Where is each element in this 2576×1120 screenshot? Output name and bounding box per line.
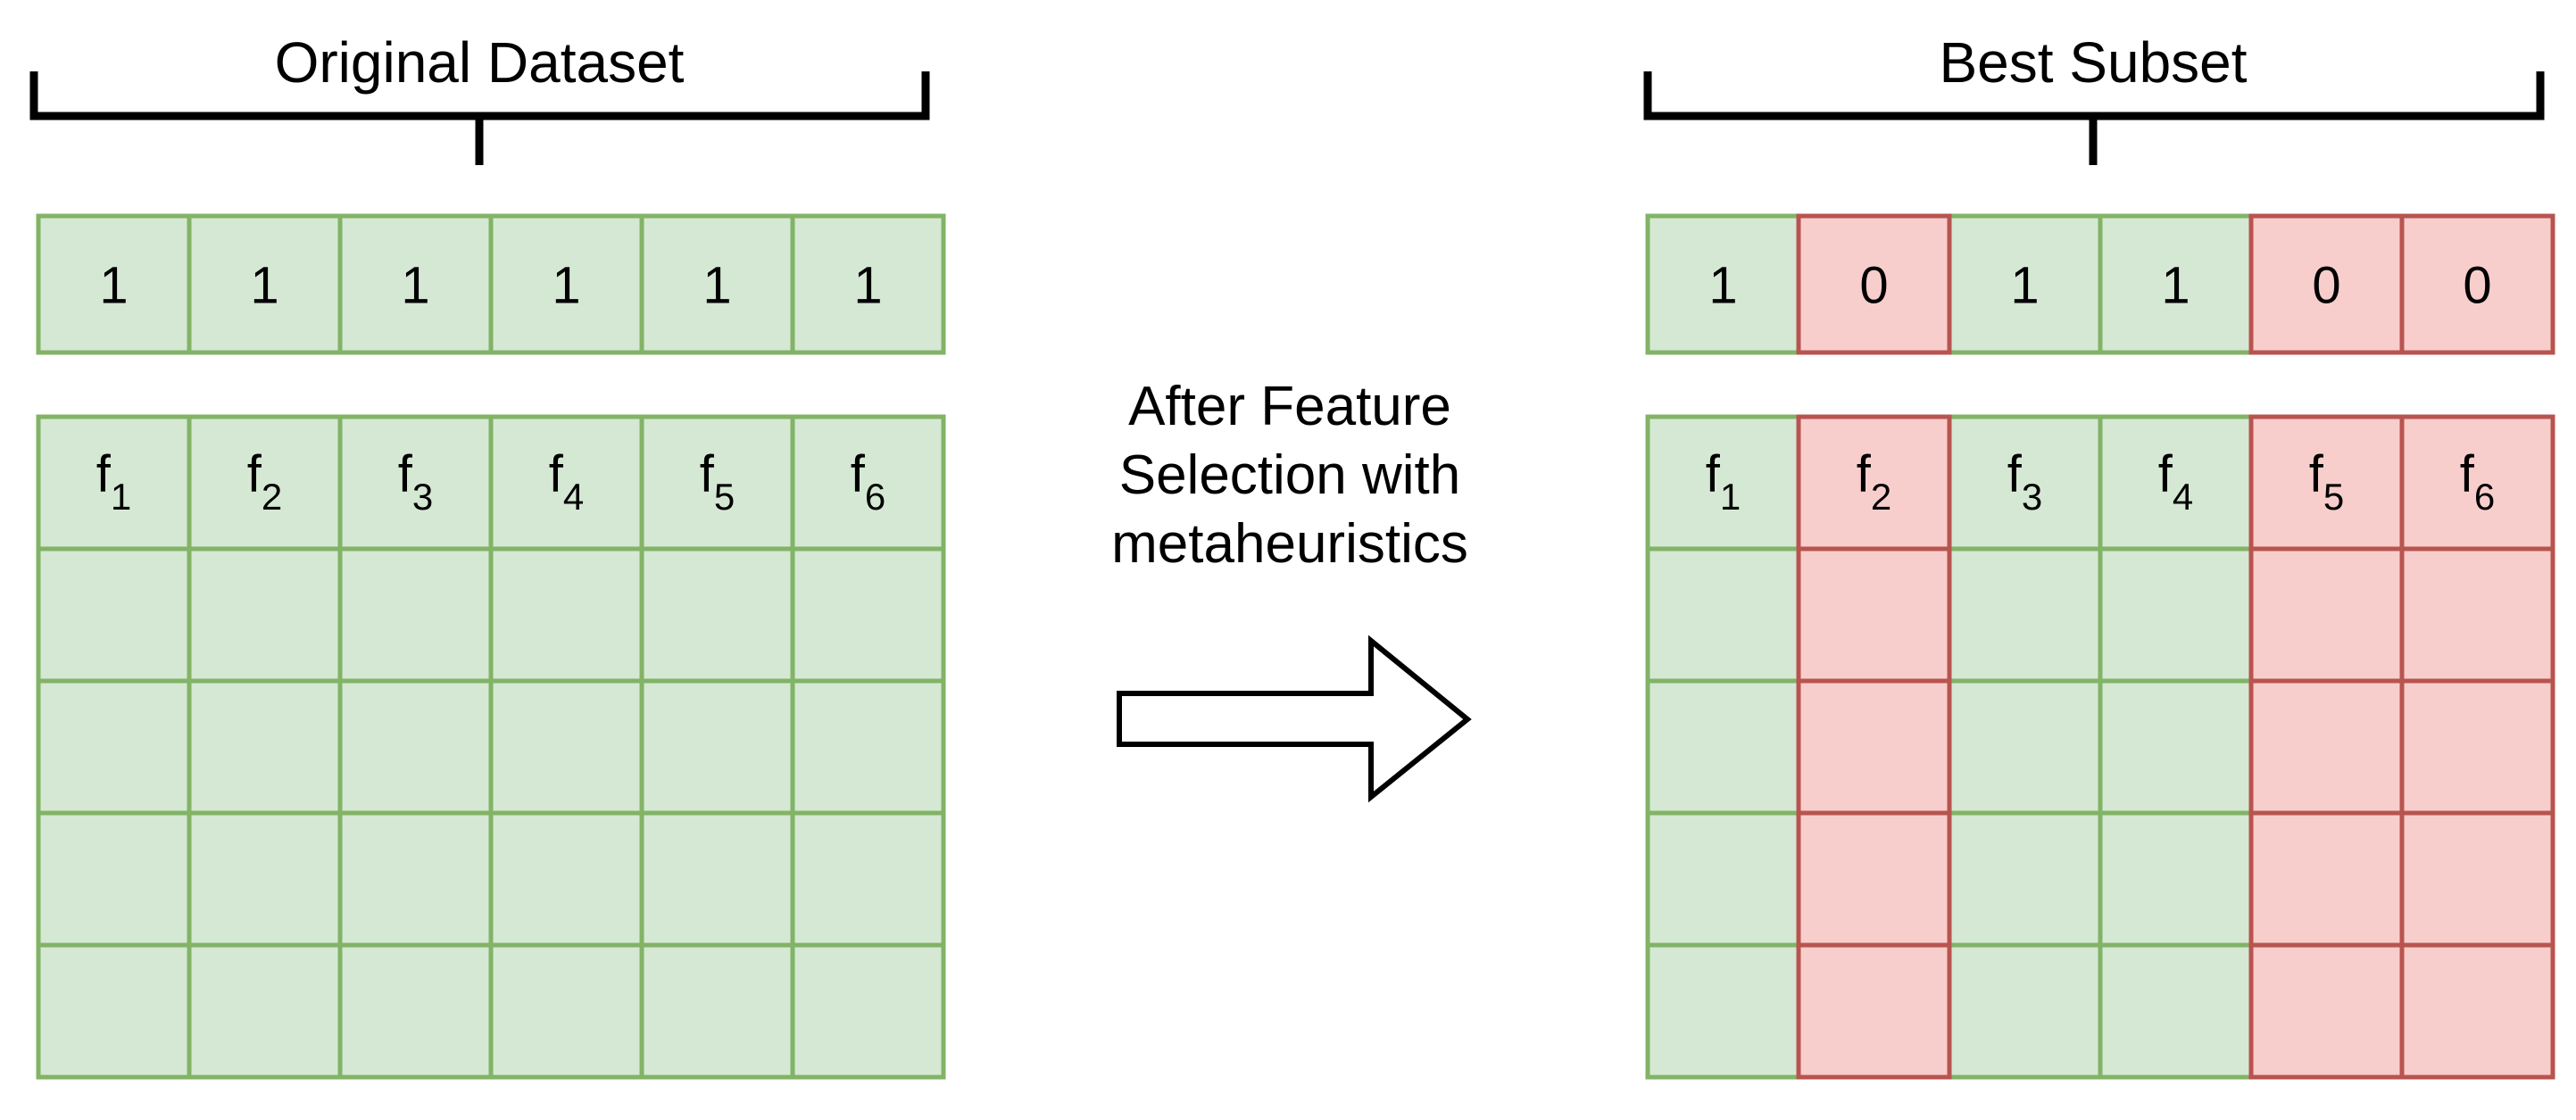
data-cell: [1947, 546, 2103, 684]
data-cell: [488, 942, 644, 1080]
data-cell: [1796, 942, 1952, 1080]
data-cell: [187, 810, 343, 948]
data-cell: [2399, 546, 2555, 684]
data-cell: [1645, 678, 1801, 816]
data-cell: [790, 678, 946, 816]
mask-cell: [2399, 213, 2555, 355]
data-cell: [36, 678, 192, 816]
mask-cell: [790, 213, 946, 355]
mask-value: 1: [2161, 257, 2190, 315]
data-cell: [36, 810, 192, 948]
right-arrow-icon: [1117, 635, 1472, 803]
data-cell: [2248, 678, 2405, 816]
mask-value: 1: [99, 257, 128, 315]
feature-header-cell: [2399, 414, 2555, 552]
mask-value: 1: [702, 257, 731, 315]
data-cell: [2098, 678, 2254, 816]
mask-cell: [488, 213, 644, 355]
data-cell: [2248, 810, 2405, 948]
data-cell: [187, 546, 343, 684]
data-cell: [1947, 678, 2103, 816]
data-cell: [2248, 546, 2405, 684]
data-cell: [1947, 810, 2103, 948]
original-dataset-bracket: [29, 71, 930, 165]
data-cell: [2399, 942, 2555, 1080]
feature-header-cell: [2098, 414, 2254, 552]
data-cell: [2399, 810, 2555, 948]
data-cell: [337, 546, 494, 684]
data-cell: [2248, 942, 2405, 1080]
data-cell: [639, 678, 795, 816]
data-cell: [639, 942, 795, 1080]
mask-value: 1: [2010, 257, 2039, 315]
data-cell: [639, 546, 795, 684]
caption-line-2: Selection with: [1119, 444, 1461, 506]
data-cell: [2098, 546, 2254, 684]
mask-cell: [2098, 213, 2254, 355]
data-cell: [337, 810, 494, 948]
data-cell: [187, 678, 343, 816]
data-cell: [2098, 942, 2254, 1080]
feature-header-cell: [187, 414, 343, 552]
mask-cell: [1796, 213, 1952, 355]
feature-header-cell: [2248, 414, 2405, 552]
mask-value: 0: [2463, 257, 2491, 315]
data-cell: [1947, 942, 2103, 1080]
feature-header-cell: [790, 414, 946, 552]
data-cell: [1796, 810, 1952, 948]
data-cell: [337, 942, 494, 1080]
mask-cell: [2248, 213, 2405, 355]
mask-value: 0: [1859, 257, 1888, 315]
data-cell: [488, 810, 644, 948]
transition: After Feature Selection with metaheurist…: [1111, 376, 1472, 803]
original-dataset-title: Original Dataset: [275, 30, 685, 95]
data-cell: [639, 810, 795, 948]
mask-value: 1: [853, 257, 882, 315]
mask-cell: [639, 213, 795, 355]
best-subset-bracket: [1643, 71, 2545, 165]
data-cell: [2399, 678, 2555, 816]
caption-line-1: After Feature: [1128, 376, 1451, 437]
data-cell: [36, 546, 192, 684]
data-cell: [1645, 942, 1801, 1080]
data-cell: [1645, 810, 1801, 948]
data-cell: [2098, 810, 2254, 948]
data-cell: [488, 678, 644, 816]
mask-value: 1: [552, 257, 580, 315]
best-subset-title: Best Subset: [1939, 30, 2247, 95]
mask-cell: [187, 213, 343, 355]
mask-value: 1: [401, 257, 429, 315]
data-cell: [488, 546, 644, 684]
data-cell: [187, 942, 343, 1080]
mask-value: 0: [2312, 257, 2340, 315]
data-cell: [1796, 546, 1952, 684]
data-cell: [1645, 546, 1801, 684]
data-cell: [337, 678, 494, 816]
data-cell: [790, 546, 946, 684]
data-cell: [790, 810, 946, 948]
feature-header-cell: [337, 414, 494, 552]
mask-value: 1: [1708, 257, 1737, 315]
data-cell: [790, 942, 946, 1080]
data-cell: [1796, 678, 1952, 816]
data-cell: [36, 942, 192, 1080]
mask-value: 1: [250, 257, 278, 315]
caption-line-3: metaheuristics: [1111, 513, 1468, 575]
